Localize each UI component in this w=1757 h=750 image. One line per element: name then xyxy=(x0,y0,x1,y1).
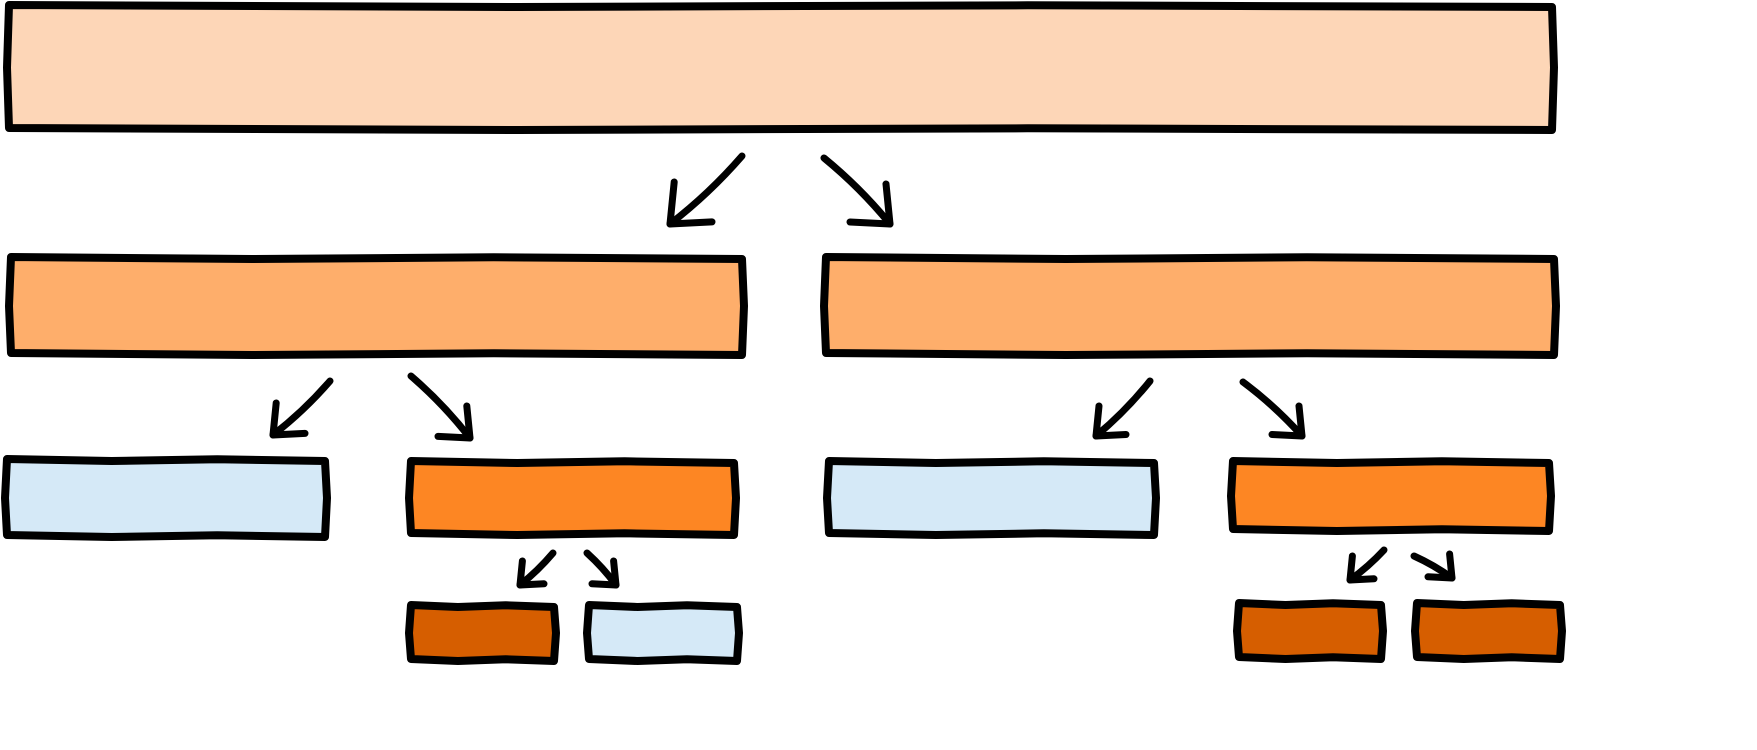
arrow-l2rightb-to-l3b xyxy=(1410,550,1456,582)
level2-left-b-box xyxy=(405,457,740,539)
arrow-root-to-left xyxy=(666,152,746,228)
level2-left-a-box xyxy=(1,455,331,541)
arrow-l2leftb-to-l3b xyxy=(583,549,620,589)
level2-right-a-box xyxy=(823,457,1160,539)
level2-right-b-box xyxy=(1227,457,1555,535)
box-layer xyxy=(1,1,1566,665)
arrow-l1left-to-l2b xyxy=(407,372,474,442)
level3-left-b-box xyxy=(583,601,743,665)
arrow-l1right-to-l2b xyxy=(1239,378,1306,440)
root-box xyxy=(3,1,1558,134)
arrow-l2rightb-to-l3a xyxy=(1346,546,1388,584)
level1-right-box xyxy=(820,253,1560,359)
arrow-l1right-to-l2a xyxy=(1092,377,1154,440)
level1-left-box xyxy=(5,253,748,359)
level3-left-a-box xyxy=(405,601,560,665)
level3-right-a-box xyxy=(1233,599,1387,663)
arrow-l2leftb-to-l3a xyxy=(516,549,557,589)
arrow-layer xyxy=(269,152,1456,589)
level3-right-b-box xyxy=(1411,599,1566,663)
arrow-root-to-right xyxy=(820,154,894,228)
arrow-l1left-to-l2a xyxy=(269,377,334,439)
